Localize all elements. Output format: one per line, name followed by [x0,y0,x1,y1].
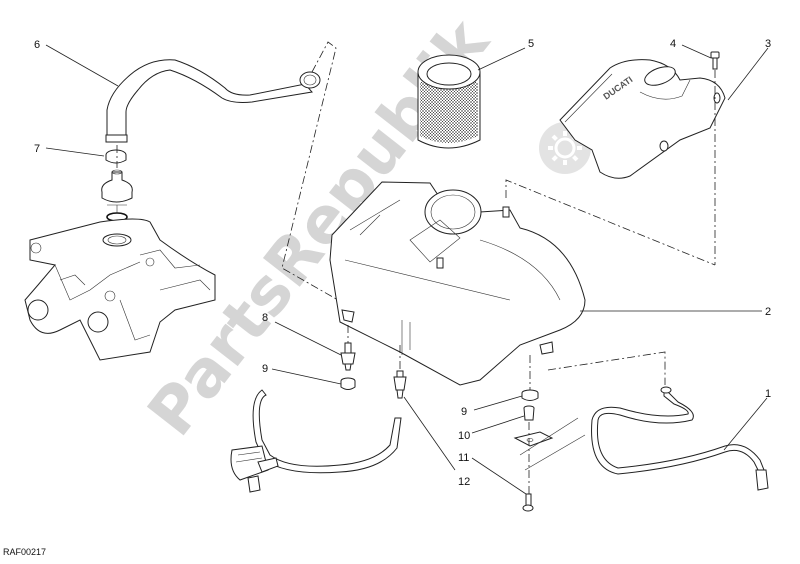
part-10-spacer[interactable] [523,405,535,421]
engine-frame-section [24,218,216,361]
callout-8[interactable]: 8 [262,312,268,324]
callout-1[interactable]: 1 [765,388,771,400]
callout-9-left[interactable]: 9 [262,363,268,375]
callout-10[interactable]: 10 [458,430,470,442]
part-5-air-filter[interactable] [417,54,481,149]
part-12-drain-fitting[interactable] [393,370,407,399]
part-9-grommet-left[interactable] [340,377,356,390]
callout-7[interactable]: 7 [34,143,40,155]
callout-4[interactable]: 4 [670,38,676,50]
callout-5[interactable]: 5 [528,38,534,50]
filler-neck [101,169,133,222]
part-11-screw[interactable] [522,493,534,512]
leader-lines [45,44,769,495]
part-9-grommet-right[interactable] [521,389,539,401]
assembly-lines [116,41,716,494]
part-3-airbox-cover[interactable]: DUCATI [559,59,726,179]
part-8-fitting[interactable] [340,342,356,371]
callout-9-right[interactable]: 9 [461,406,467,418]
part-4-screw[interactable] [710,51,720,70]
part-6-breather-hose[interactable] [105,59,321,143]
part-2-airbox-tank[interactable] [329,181,586,386]
part-7-hose-clamp[interactable] [105,149,127,164]
part-1-vent-hose[interactable] [591,386,769,491]
callout-2[interactable]: 2 [765,306,771,318]
callout-3[interactable]: 3 [765,38,771,50]
callout-12[interactable]: 12 [458,476,470,488]
drawing-code: RAF00217 [3,547,46,557]
callout-11[interactable]: 11 [458,452,469,464]
drain-hose-and-pump [230,389,402,493]
callout-6[interactable]: 6 [34,39,40,51]
callout-labels: 6 7 5 4 3 2 8 9 9 10 11 12 1 [34,38,771,488]
mount-bracket [513,417,586,471]
